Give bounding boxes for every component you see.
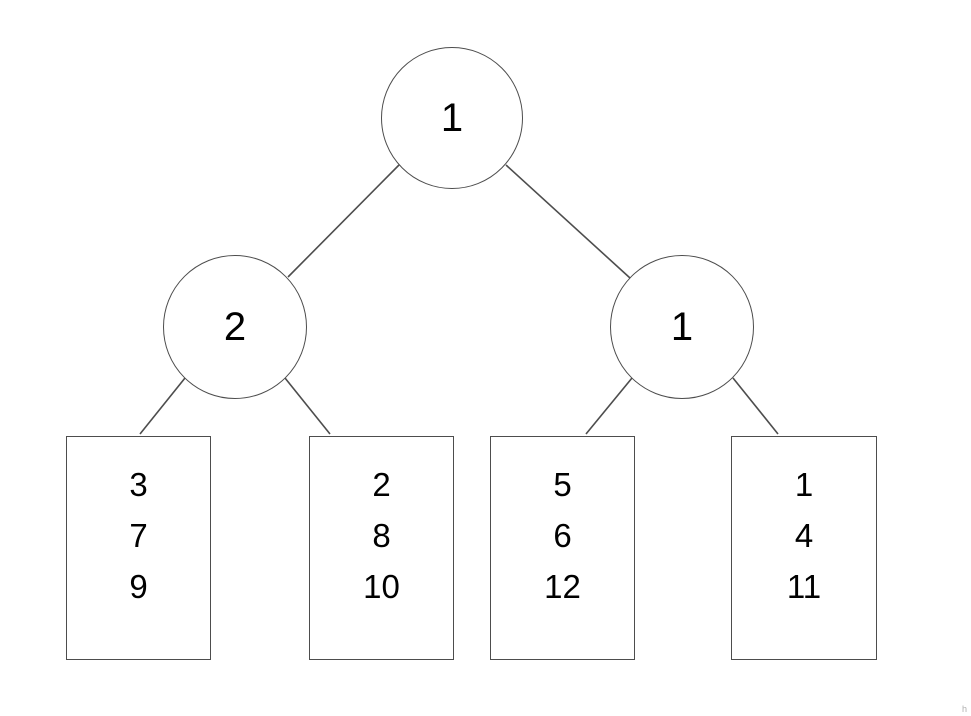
corner-mark: h — [961, 704, 967, 714]
leaf-item: 12 — [544, 568, 581, 606]
tree-node-root-label: 1 — [440, 96, 464, 140]
leaf-item: 6 — [553, 517, 572, 555]
leaf-item: 10 — [363, 568, 400, 606]
edge-right-leaf4 — [732, 377, 779, 435]
leaf-box-2: 2 8 10 — [309, 436, 454, 660]
leaf-item: 9 — [129, 568, 148, 606]
leaf-item: 8 — [372, 517, 391, 555]
tree-node-right-label: 1 — [670, 305, 694, 349]
edge-root-right — [505, 164, 631, 279]
leaf-item: 7 — [129, 517, 148, 555]
leaf-box-1: 3 7 9 — [66, 436, 211, 660]
tree-node-left-label: 2 — [223, 305, 247, 349]
leaf-item: 1 — [794, 466, 814, 503]
edge-left-leaf1 — [139, 377, 186, 435]
edge-right-leaf3 — [585, 377, 633, 435]
tree-node-right: 1 — [610, 255, 754, 399]
edge-left-leaf2 — [284, 377, 331, 435]
edge-root-left — [287, 164, 400, 278]
leaf-box-3: 5 6 12 — [490, 436, 635, 660]
leaf-item: 3 — [129, 466, 148, 503]
leaf-box-4: 1 4 11 — [731, 436, 877, 660]
leaf-item: 11 — [786, 568, 822, 606]
leaf-item: 4 — [794, 517, 814, 555]
tree-node-left: 2 — [163, 255, 307, 399]
leaf-item: 2 — [372, 466, 391, 503]
leaf-item: 5 — [553, 466, 572, 503]
tree-node-root: 1 — [381, 47, 523, 189]
